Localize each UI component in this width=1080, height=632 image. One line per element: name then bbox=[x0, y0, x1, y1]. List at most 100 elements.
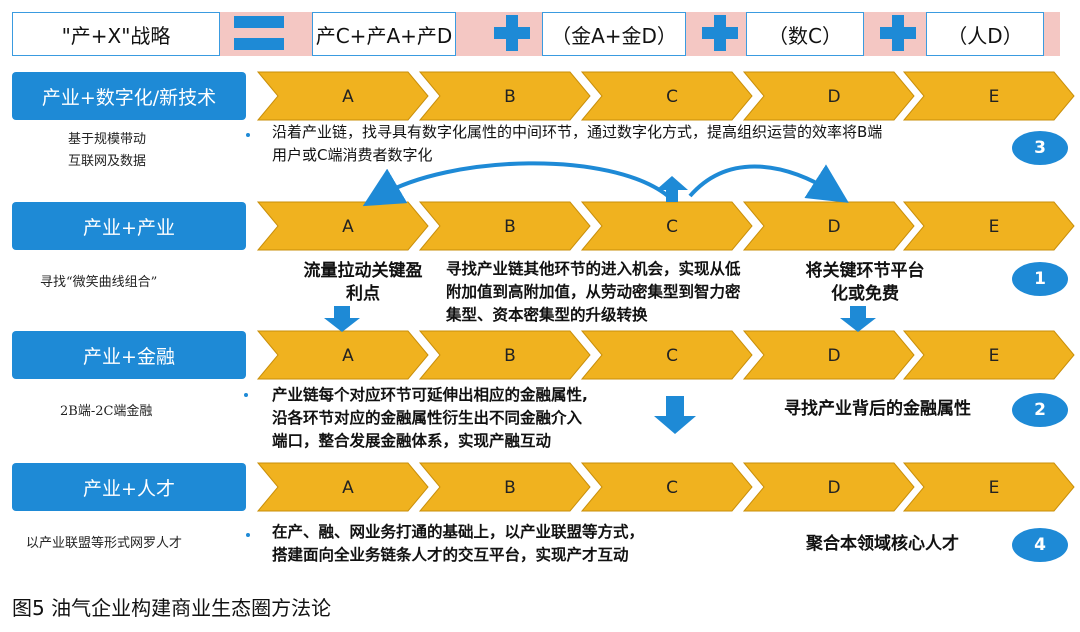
up-arrow-icon bbox=[656, 176, 688, 202]
industry-right-desc: 将关键环节平台 化或免费 bbox=[790, 260, 940, 306]
stage-letter: A bbox=[342, 217, 354, 237]
figure-caption: 图5 油气企业构建商业生态圈方法论 bbox=[12, 596, 332, 620]
finance-right-desc: 寻找产业背后的金融属性 bbox=[784, 399, 971, 419]
row-label-industry: 产业+产业 bbox=[12, 202, 246, 250]
stage-chevron: A bbox=[256, 462, 429, 512]
digital-desc: 沿着产业链，找寻具有数字化属性的中间环节，通过数字化方式，提高组织运营的效率将B… bbox=[272, 121, 1012, 167]
industry-mid-line1: 寻找产业链其他环节的进入机会，实现从低 bbox=[446, 260, 741, 278]
finance-desc-line2: 沿各环节对应的金融属性衍生出不同金融介入 bbox=[272, 409, 583, 427]
row-label-finance-text: 产业+金融 bbox=[83, 345, 175, 368]
stage-chevron: C bbox=[580, 462, 753, 512]
stage-chevron: B bbox=[418, 330, 591, 380]
data-term-text: （数C） bbox=[768, 23, 842, 48]
industry-mid-line2: 附加值到高附加值，从劳动密集型到智力密 bbox=[446, 283, 741, 301]
finance-term-box: （金A+金D） bbox=[542, 12, 686, 56]
finance-term-text: （金A+金D） bbox=[551, 23, 677, 48]
industry-left-line1: 流量拉动关键盈 bbox=[303, 261, 423, 281]
plus-icon bbox=[880, 15, 916, 51]
bullet-dot bbox=[244, 393, 248, 397]
stage-chevron: E bbox=[902, 462, 1075, 512]
stage-chevron: D bbox=[742, 462, 915, 512]
row-label-finance: 产业+金融 bbox=[12, 331, 246, 379]
strategy-text: "产+X"战略 bbox=[61, 23, 171, 48]
finance-desc-line3: 端口，整合发展金融体系，实现产融互动 bbox=[272, 432, 552, 450]
down-arrow-icon bbox=[654, 396, 696, 434]
talent-term-text: （人D） bbox=[947, 23, 1023, 48]
badge-4: 4 bbox=[1012, 528, 1068, 562]
digital-sub-line1: 基于规模带动 bbox=[68, 132, 147, 147]
talent-right-desc: 聚合本领域核心人才 bbox=[806, 534, 959, 554]
stage-letter: D bbox=[827, 87, 840, 107]
stage-chevron: B bbox=[418, 462, 591, 512]
plus-icon bbox=[494, 15, 530, 51]
stage-letter: C bbox=[666, 478, 678, 498]
stage-chevron: A bbox=[256, 330, 429, 380]
industry-mid-line3: 集型、资本密集型的升级转换 bbox=[446, 306, 648, 324]
stage-letter: C bbox=[666, 87, 678, 107]
row-label-digital: 产业+数字化/新技术 bbox=[12, 72, 246, 120]
digital-desc-line2: 用户或C端消费者数字化 bbox=[272, 146, 433, 164]
stage-letter: B bbox=[504, 478, 516, 498]
stage-chevron: B bbox=[418, 71, 591, 121]
talent-sub: 以产业联盟等形式网罗人才 bbox=[26, 536, 183, 551]
stage-letter: E bbox=[989, 87, 1000, 107]
row-label-talent: 产业+人才 bbox=[12, 463, 246, 511]
down-arrow-icon bbox=[840, 306, 876, 332]
stage-letter: A bbox=[342, 346, 354, 366]
talent-desc-line1: 在产、融、网业务打通的基础上，以产业联盟等方式， bbox=[272, 523, 645, 541]
stage-chevron: B bbox=[418, 201, 591, 251]
stage-chevron: E bbox=[902, 71, 1075, 121]
stage-letter: E bbox=[989, 217, 1000, 237]
stage-chevron: E bbox=[902, 201, 1075, 251]
stage-letter: C bbox=[666, 217, 678, 237]
row-label-digital-text: 产业+数字化/新技术 bbox=[41, 86, 217, 109]
stage-letter: D bbox=[827, 346, 840, 366]
industry-right-line1: 将关键环节平台 bbox=[805, 261, 925, 281]
stage-chevron: C bbox=[580, 71, 753, 121]
stage-chevron: A bbox=[256, 201, 429, 251]
digital-desc-line1: 沿着产业链，找寻具有数字化属性的中间环节，通过数字化方式，提高组织运营的效率将B… bbox=[272, 123, 883, 141]
industry-term-text: 产C+产A+产D bbox=[315, 23, 453, 48]
stage-letter: C bbox=[666, 346, 678, 366]
strategy-box: "产+X"战略 bbox=[12, 12, 220, 56]
row-label-industry-text: 产业+产业 bbox=[83, 216, 175, 239]
badge-2: 2 bbox=[1012, 393, 1068, 427]
badge-1: 1 bbox=[1012, 262, 1068, 296]
stage-chevron: D bbox=[742, 201, 915, 251]
row-label-talent-text: 产业+人才 bbox=[83, 477, 175, 500]
badge-3: 3 bbox=[1012, 131, 1068, 165]
digital-sub-line2: 互联网及数据 bbox=[68, 154, 147, 169]
industry-sub: 寻找“微笑曲线组合” bbox=[40, 275, 158, 290]
industry-left-desc: 流量拉动关键盈 利点 bbox=[268, 260, 458, 306]
curve-arrow-left bbox=[362, 161, 670, 207]
stage-letter: B bbox=[504, 346, 516, 366]
finance-desc-line1: 产业链每个对应环节可延伸出相应的金融属性, bbox=[272, 386, 588, 404]
stage-letter: A bbox=[342, 87, 354, 107]
industry-left-line2: 利点 bbox=[346, 284, 380, 304]
finance-sub: 2B端-2C端金融 bbox=[60, 404, 153, 419]
data-term-box: （数C） bbox=[746, 12, 864, 56]
stage-chevron: C bbox=[580, 330, 753, 380]
curve-arrow-right bbox=[688, 164, 849, 203]
industry-right-line2: 化或免费 bbox=[831, 284, 899, 304]
stage-chevron: D bbox=[742, 330, 915, 380]
industry-term-box: 产C+产A+产D bbox=[312, 12, 456, 56]
stage-letter: B bbox=[504, 87, 516, 107]
bullet-dot bbox=[246, 133, 250, 137]
stage-chevron: C bbox=[580, 201, 753, 251]
bullet-dot bbox=[246, 533, 250, 537]
talent-term-box: （人D） bbox=[926, 12, 1044, 56]
stage-chevron: D bbox=[742, 71, 915, 121]
plus-icon bbox=[702, 15, 738, 51]
industry-mid-desc: 寻找产业链其他环节的进入机会，实现从低 附加值到高附加值，从劳动密集型到智力密 … bbox=[446, 258, 796, 327]
stage-letter: B bbox=[504, 217, 516, 237]
finance-desc: 产业链每个对应环节可延伸出相应的金融属性, 沿各环节对应的金融属性衍生出不同金融… bbox=[272, 384, 662, 453]
down-arrow-icon bbox=[324, 306, 360, 332]
stage-chevron: A bbox=[256, 71, 429, 121]
stage-letter: D bbox=[827, 217, 840, 237]
stage-letter: E bbox=[989, 478, 1000, 498]
talent-desc-line2: 搭建面向全业务链条人才的交互平台，实现产才互动 bbox=[272, 546, 629, 564]
